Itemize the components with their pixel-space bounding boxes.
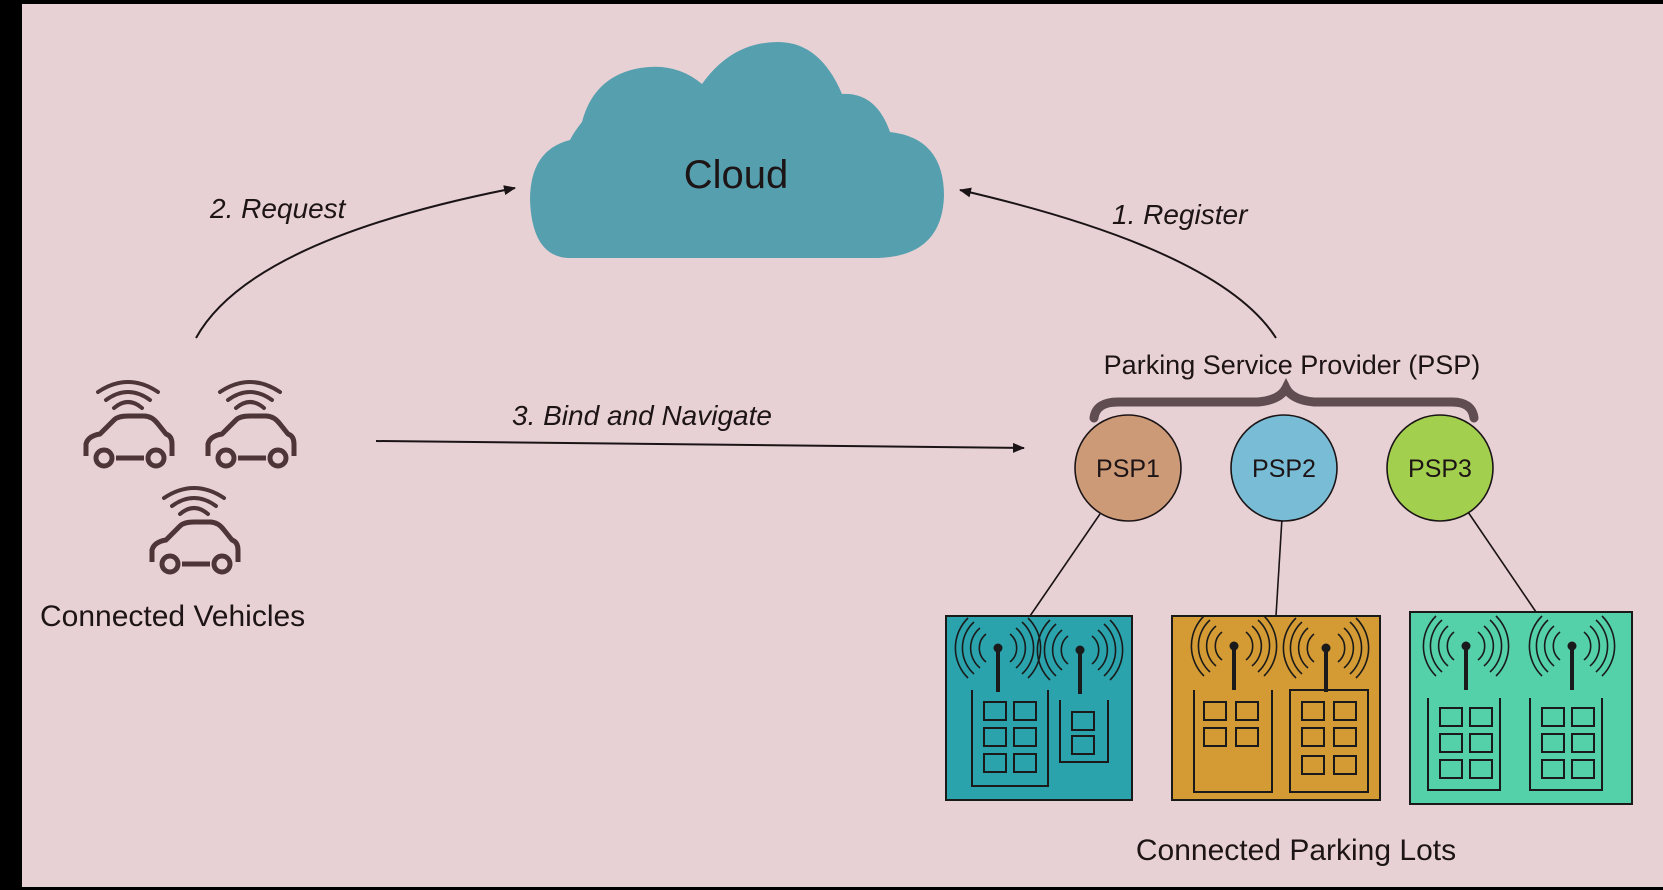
cloud-shape	[530, 42, 944, 258]
psp3-lot-link	[1467, 511, 1537, 613]
psp1-node: PSP1	[1074, 414, 1182, 522]
psp2-node: PSP2	[1230, 414, 1338, 522]
request-arrow	[195, 185, 516, 339]
register-label: 1. Register	[1112, 199, 1249, 230]
register-arrow	[959, 187, 1277, 339]
building-icon	[971, 690, 1049, 787]
parking-lot-1	[945, 615, 1133, 801]
vehicles-label: Connected Vehicles	[40, 600, 305, 633]
psp3-label: PSP3	[1408, 455, 1472, 483]
psp1-label: PSP1	[1096, 455, 1160, 483]
psp2-label: PSP2	[1252, 455, 1316, 483]
psp3-node: PSP3	[1386, 414, 1494, 522]
parking-lot-3	[1409, 611, 1633, 805]
psp2-lot-link	[1275, 517, 1283, 617]
building-icon	[1289, 689, 1369, 793]
cloud-label: Cloud	[684, 153, 789, 197]
psp1-lot-link	[1029, 513, 1101, 617]
psp-brace	[1089, 377, 1479, 423]
request-label: 2. Request	[209, 193, 347, 224]
parking-lots-label: Connected Parking Lots	[1136, 834, 1456, 867]
building-icon	[1059, 700, 1109, 763]
building-icon	[1193, 690, 1273, 793]
bind-navigate-label: 3. Bind and Navigate	[512, 400, 772, 431]
psp-group-label: Parking Service Provider (PSP)	[1104, 350, 1481, 380]
bind-navigate-arrow	[375, 440, 1025, 453]
parking-lot-2	[1171, 614, 1381, 801]
